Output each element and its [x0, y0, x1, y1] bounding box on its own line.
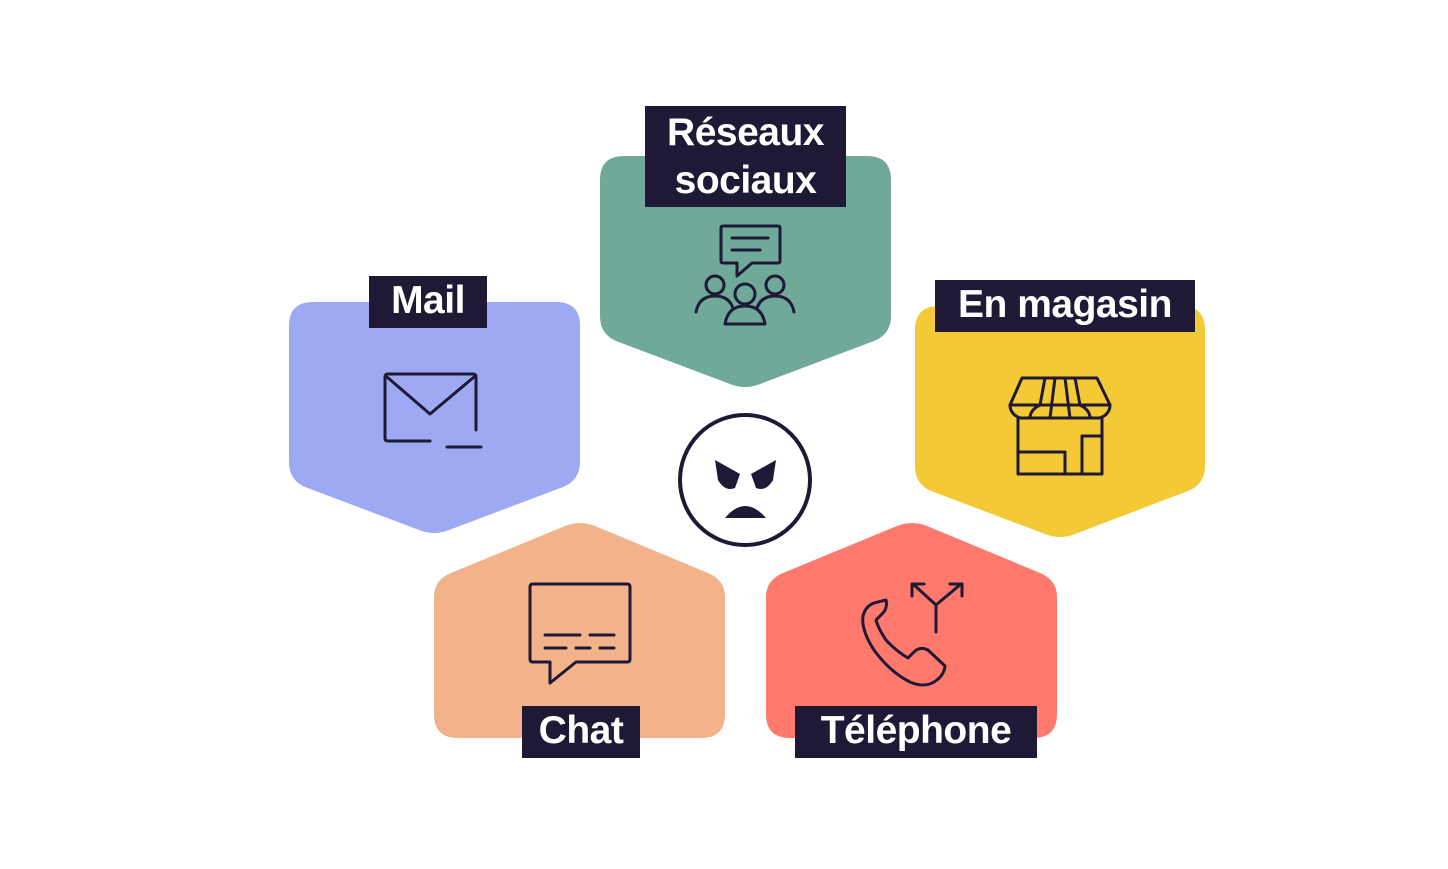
label-chat: Chat — [522, 706, 640, 758]
phone-transfer-icon — [861, 582, 964, 687]
label-reseaux-line2: sociaux — [674, 158, 817, 202]
label-telephone: Téléphone — [795, 706, 1037, 758]
chat-tile — [434, 523, 725, 738]
reseaux-tile — [600, 156, 891, 387]
chat-bubble-icon — [528, 582, 632, 685]
label-reseaux-sociaux: Réseaux sociaux — [645, 106, 846, 207]
mail-tile — [289, 302, 580, 533]
angry-face-icon — [678, 413, 812, 547]
label-reseaux-line1: Réseaux — [667, 110, 824, 154]
mail-icon — [383, 372, 483, 449]
telephone-tile — [766, 523, 1057, 738]
label-mail: Mail — [369, 276, 487, 328]
store-icon — [1008, 376, 1112, 476]
magasin-tile — [915, 306, 1205, 537]
label-en-magasin: En magasin — [935, 280, 1195, 332]
social-group-chat-icon — [694, 224, 796, 326]
